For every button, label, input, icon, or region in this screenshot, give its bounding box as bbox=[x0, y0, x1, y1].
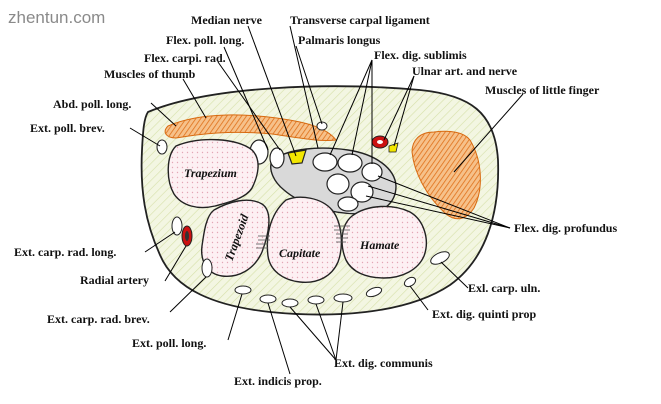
abd-poll-long-label: Abd. poll. long. bbox=[53, 97, 131, 111]
ext-carp-rad-brev-tendon bbox=[202, 259, 212, 277]
flex-carpi-rad-tendon bbox=[270, 148, 284, 168]
ext-dig-quinti-prop-label: Ext. dig. quinti prop bbox=[432, 307, 536, 321]
ext-poll-brev-label: Ext. poll. brev. bbox=[30, 121, 105, 135]
flex-carpi-rad-label: Flex. carpi. rad. bbox=[144, 51, 226, 65]
ext-carp-rad-long-label: Ext. carp. rad. long. bbox=[14, 245, 116, 259]
ext-poll-brev-tendon bbox=[157, 140, 167, 154]
radial-artery-label: Radial artery bbox=[80, 273, 149, 287]
hamate-label: Hamate bbox=[359, 238, 400, 252]
ulnar-art-and-nerve-label: Ulnar art. and nerve bbox=[412, 64, 518, 78]
flex-poll-long-label: Flex. poll. long. bbox=[166, 33, 244, 47]
ext-indicis-prop-label: Ext. indicis prop. bbox=[234, 374, 322, 388]
watermark-text: zhentun.com bbox=[8, 8, 105, 27]
ext-dig-communis-label: Ext. dig. communis bbox=[334, 356, 433, 370]
capitate-bone bbox=[267, 197, 341, 282]
flex-dig-profundus-label: Flex. dig. profundus bbox=[514, 221, 617, 235]
exl-carp-uln-label: Exl. carp. uln. bbox=[468, 281, 540, 295]
flex-dig-sublimis-label: Flex. dig. sublimis bbox=[374, 48, 467, 62]
muscles-of-little-finger-label: Muscles of little finger bbox=[485, 83, 600, 97]
transverse-carpal-ligament-label: Transverse carpal ligament bbox=[290, 13, 430, 27]
trapezium-label: Trapezium bbox=[184, 166, 237, 180]
ext-carp-rad-long-tendon bbox=[172, 217, 182, 235]
capitate-label: Capitate bbox=[279, 246, 321, 260]
ext-carp-rad-brev-label: Ext. carp. rad. brev. bbox=[47, 312, 150, 326]
median-nerve-label: Median nerve bbox=[191, 13, 263, 27]
palmaris-longus-label: Palmaris longus bbox=[298, 33, 381, 47]
muscles-of-thumb-label: Muscles of thumb bbox=[104, 67, 196, 81]
ext-poll-long-label: Ext. poll. long. bbox=[132, 336, 206, 350]
